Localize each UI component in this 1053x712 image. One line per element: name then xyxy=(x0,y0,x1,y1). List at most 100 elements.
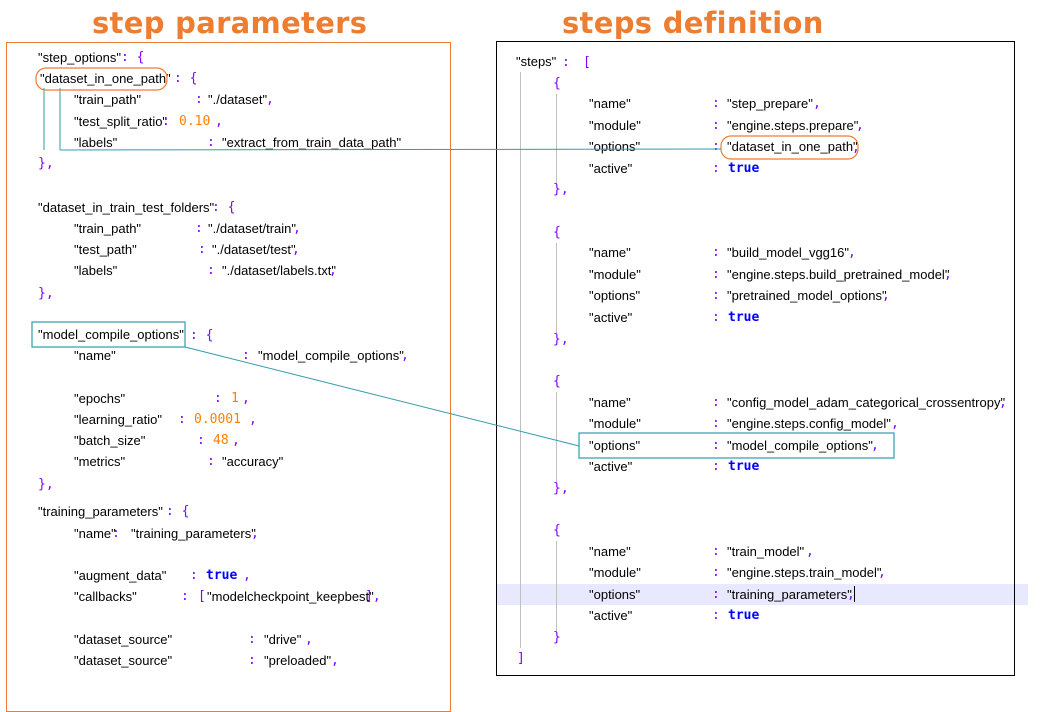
step-options: "dataset_in_one_path" xyxy=(727,139,858,154)
code-punct: : xyxy=(562,55,570,70)
code-punct: ], xyxy=(365,589,381,604)
code-punct: : xyxy=(248,632,256,647)
code-punct: : xyxy=(195,221,203,236)
code-key: "metrics" xyxy=(74,454,126,469)
step-field-label: "name" xyxy=(589,245,631,260)
code-key: "augment_data" xyxy=(74,568,167,583)
code-punct: { xyxy=(553,225,561,240)
code-punct: , xyxy=(813,96,821,111)
step-field-label: "active" xyxy=(589,161,633,176)
code-punct: : { xyxy=(190,328,214,343)
code-punct: , xyxy=(215,114,223,129)
code-punct: : { xyxy=(166,504,190,519)
code-punct: , xyxy=(232,433,240,448)
step-field-label: "options" xyxy=(589,139,641,154)
code-punct: : xyxy=(712,544,720,559)
step-field-label: "module" xyxy=(589,565,641,580)
step-field-label: "active" xyxy=(589,459,633,474)
code-punct: , xyxy=(882,288,890,303)
code-punct: : xyxy=(712,459,720,474)
indent-guide xyxy=(520,72,521,648)
code-value: "./dataset" xyxy=(208,92,268,107)
code-punct: : xyxy=(242,348,250,363)
step-module: "engine.steps.config_model" xyxy=(727,416,891,431)
step-active: true xyxy=(728,459,760,474)
code-key: "labels" xyxy=(74,135,118,150)
code-value: "model_compile_options" xyxy=(258,348,404,363)
code-punct: , xyxy=(891,416,899,431)
step-field-label: "options" xyxy=(589,288,641,303)
code-punct: : xyxy=(214,391,222,406)
code-punct: }, xyxy=(553,332,569,347)
code-punct: : xyxy=(712,139,720,154)
code-value: "./dataset/labels.txt" xyxy=(222,263,337,278)
code-keyword: true xyxy=(206,568,238,583)
step-name: "build_model_vgg16" xyxy=(727,245,849,260)
step-parameters-heading: step parameters xyxy=(92,6,368,40)
step-field-label: "name" xyxy=(589,395,631,410)
step-field-label: "module" xyxy=(589,118,641,133)
step-module: "engine.steps.prepare" xyxy=(727,118,859,133)
step-options: "model_compile_options" xyxy=(727,438,873,453)
code-key: "dataset_in_one_path" xyxy=(40,71,171,86)
code-punct: }, xyxy=(553,182,569,197)
code-punct: , xyxy=(871,438,879,453)
code-punct: : xyxy=(248,653,256,668)
code-number: 1 xyxy=(231,391,239,406)
code-punct: , xyxy=(266,92,274,107)
steps-definition-heading: steps definition xyxy=(562,6,824,40)
step-module: "engine.steps.train_model" xyxy=(727,565,882,580)
code-punct: { xyxy=(553,76,561,91)
step-active: true xyxy=(728,608,760,623)
code-punct: : xyxy=(162,114,170,129)
code-key: "epochs" xyxy=(74,391,126,406)
code-punct: , xyxy=(847,587,855,602)
code-punct: }, xyxy=(38,156,54,171)
steps-definition-panel xyxy=(496,41,1015,676)
code-punct: : xyxy=(712,395,720,410)
code-punct: , xyxy=(878,565,886,580)
code-punct: : xyxy=(195,92,203,107)
code-punct: : xyxy=(712,118,720,133)
code-punct: : xyxy=(190,568,198,583)
code-punct: , xyxy=(848,245,856,260)
code-punct: : xyxy=(197,433,205,448)
code-punct: : xyxy=(712,288,720,303)
code-punct: , xyxy=(242,391,250,406)
code-punct: , xyxy=(806,544,814,559)
code-punct: , xyxy=(293,221,301,236)
code-punct: ] xyxy=(517,651,525,666)
code-punct: : xyxy=(112,526,120,541)
code-value: "./dataset/train" xyxy=(208,221,296,236)
code-value: "training_parameters" xyxy=(131,526,256,541)
code-key: "batch_size" xyxy=(74,433,146,448)
code-key: "name" xyxy=(74,348,116,363)
code-key: "training_parameters" xyxy=(38,504,163,519)
step-module: "engine.steps.build_pretrained_model" xyxy=(727,267,950,282)
code-number: 0.10 xyxy=(179,114,211,129)
code-punct: , xyxy=(305,632,313,647)
code-punct: : xyxy=(178,412,186,427)
code-punct: : xyxy=(207,454,215,469)
code-punct: }, xyxy=(553,481,569,496)
code-punct: , xyxy=(852,140,860,155)
code-key: "steps" xyxy=(516,54,557,69)
indent-guide xyxy=(556,243,557,333)
code-key: "test_split_ratio" xyxy=(74,114,168,129)
code-punct: : xyxy=(712,96,720,111)
code-punct: : xyxy=(712,310,720,325)
code-key: "train_path" xyxy=(74,92,142,107)
code-punct: , xyxy=(292,242,300,257)
code-number: 0.0001 xyxy=(194,412,241,427)
code-punct: }, xyxy=(38,477,54,492)
code-punct: : xyxy=(207,135,215,150)
code-punct: { xyxy=(553,523,561,538)
code-punct: : xyxy=(712,565,720,580)
step-options: "pretrained_model_options" xyxy=(727,288,887,303)
code-punct: : xyxy=(712,161,720,176)
code-value: "accuracy" xyxy=(222,454,284,469)
code-punct: , xyxy=(251,526,259,541)
code-punct: , xyxy=(944,267,952,282)
code-punct: } xyxy=(553,630,561,645)
code-key: "learning_ratio" xyxy=(74,412,163,427)
